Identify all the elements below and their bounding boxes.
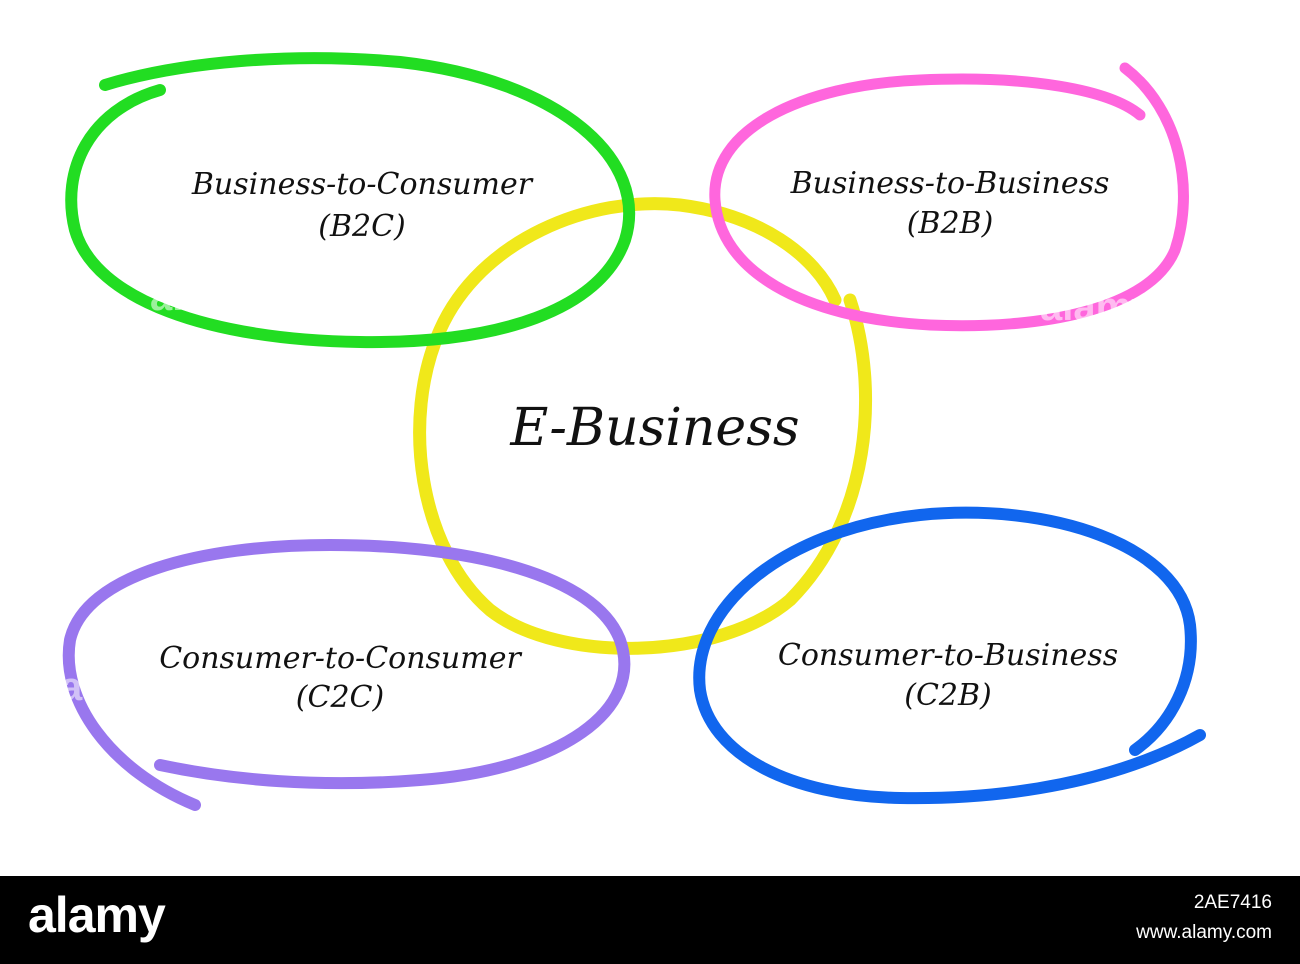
watermark-text: alamy	[1040, 285, 1154, 329]
footer-logo[interactable]: alamy	[28, 887, 166, 943]
b2c-title: Business-to-Consumer	[191, 167, 534, 202]
c2c-code: (C2C)	[296, 680, 384, 715]
footer-image-id: 2AE7416	[1193, 892, 1272, 913]
watermark-text: alamy	[150, 275, 264, 319]
footer-bar: alamy 2AE7416 www.alamy.com	[0, 876, 1300, 964]
b2c-ellipse	[65, 52, 636, 349]
center-circle-group: E-Business	[413, 197, 873, 655]
c2b-code: (C2B)	[904, 678, 992, 713]
watermark-layer: alamy alamy alamy	[60, 275, 1154, 709]
node-b2b: Business-to-Business (B2B)	[709, 62, 1189, 332]
b2b-code: (B2B)	[907, 206, 994, 241]
footer-url[interactable]: www.alamy.com	[1136, 922, 1272, 943]
watermark-text: alamy	[60, 665, 174, 709]
node-b2c: Business-to-Consumer (B2C)	[65, 52, 636, 349]
b2b-title: Business-to-Business	[790, 166, 1110, 201]
node-c2b: Consumer-to-Business (C2B)	[693, 506, 1206, 805]
node-c2c: Consumer-to-Consumer (C2C)	[62, 538, 631, 811]
c2c-title: Consumer-to-Consumer	[159, 641, 522, 676]
center-circle	[413, 197, 873, 655]
center-label: E-Business	[509, 398, 799, 458]
c2b-title: Consumer-to-Business	[778, 638, 1118, 673]
c2b-ellipse	[693, 506, 1206, 805]
b2b-ellipse	[709, 62, 1189, 332]
e-business-diagram: E-Business Business-to-Consumer (B2C) Bu…	[60, 52, 1206, 811]
c2c-ellipse	[62, 538, 631, 811]
b2c-code: (B2C)	[318, 209, 406, 244]
